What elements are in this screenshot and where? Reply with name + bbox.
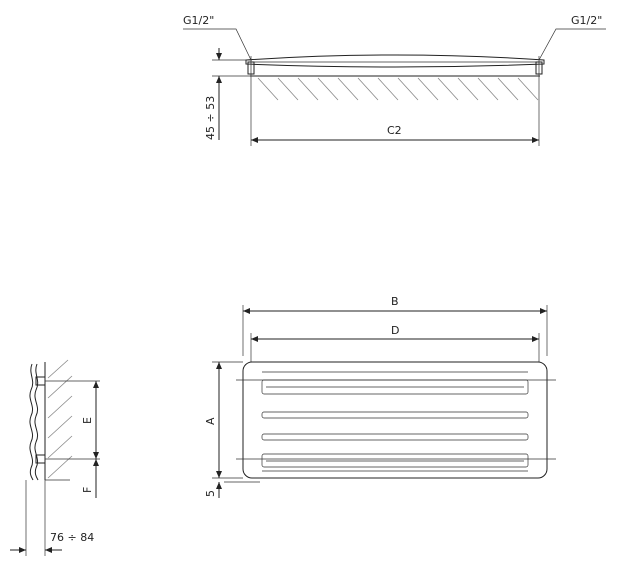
top-left-leader [183, 28, 252, 61]
radiator-outline [242, 361, 548, 479]
connection-spacing-label: E [81, 417, 94, 424]
side-view: E F 76 ÷ 84 [10, 359, 100, 556]
depth-label: 76 ÷ 84 [50, 531, 94, 544]
side-radiator-profile-inner [34, 363, 39, 481]
overall-width-label: B [391, 295, 399, 308]
top-right-connection-label: G1/2" [571, 14, 602, 27]
top-radiator-body [245, 54, 545, 68]
height-label: A [204, 417, 217, 425]
bottom-connection-label: F [81, 487, 94, 493]
top-wall-hatch [257, 77, 539, 101]
wall-distance-label: 45 ÷ 53 [204, 96, 217, 140]
top-left-connection-label: G1/2" [183, 14, 214, 27]
top-right-leader [538, 28, 606, 61]
top-view: G1/2" G1/2" 45 ÷ 53 C2 [183, 14, 606, 146]
inner-width-label: D [391, 324, 399, 337]
side-radiator-profile [29, 363, 34, 481]
radiator-bars [261, 371, 529, 472]
front-view: B D A 5 [204, 295, 556, 498]
side-wall-hatch [47, 359, 73, 479]
bottom-offset-label: 5 [204, 490, 217, 497]
pipe-spacing-label: C2 [387, 124, 402, 137]
